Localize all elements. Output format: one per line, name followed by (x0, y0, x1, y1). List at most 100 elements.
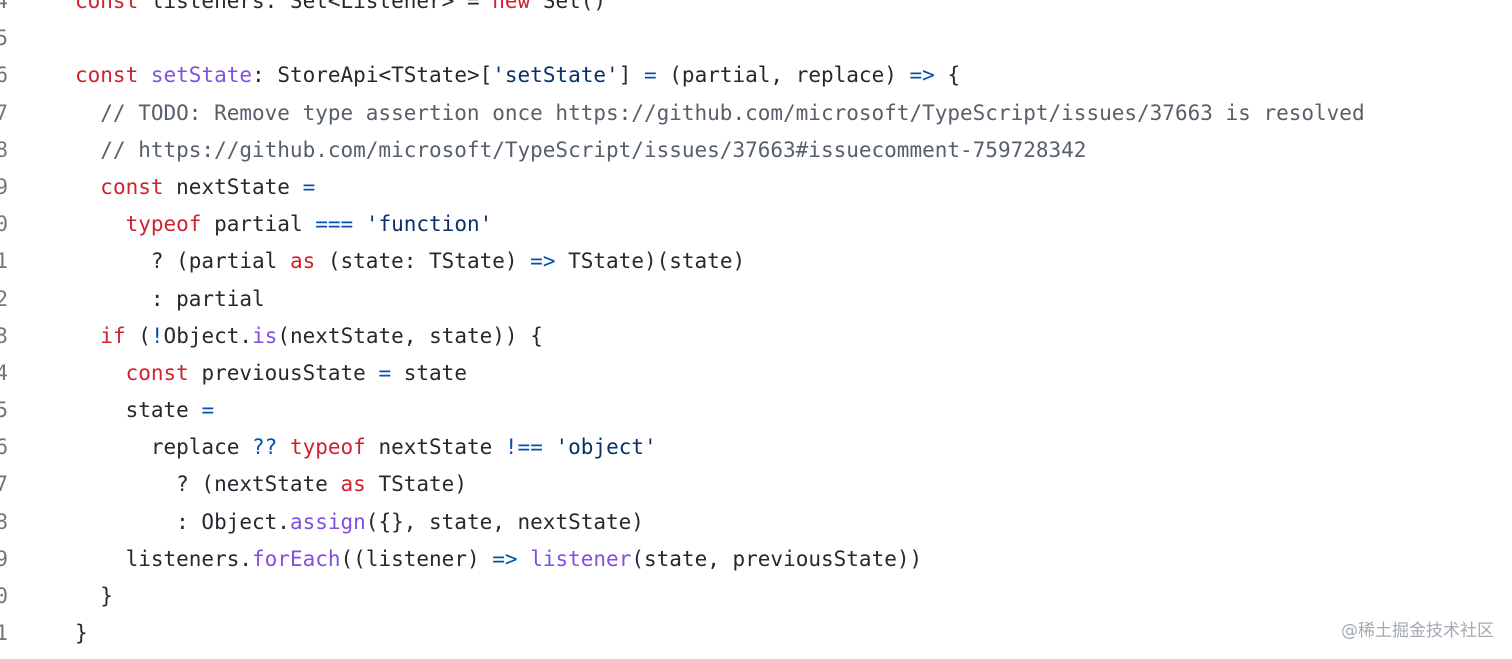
code-line[interactable]: 5 (0, 20, 1512, 57)
line-content: const setState: StoreApi<TState>['setSta… (75, 57, 960, 94)
code-token: listener (530, 546, 632, 571)
code-token (518, 547, 531, 571)
code-token: assign (289, 509, 366, 534)
code-token: !== (504, 435, 543, 460)
code-token: (state, previousState)) (631, 546, 923, 571)
line-number: 9 (0, 174, 8, 199)
code-token (138, 63, 151, 87)
code-token: ( (125, 323, 151, 348)
code-token: listeners. (75, 546, 253, 571)
line-content: listeners.forEach((listener) => listener… (75, 541, 923, 578)
code-token: ?? (252, 435, 278, 460)
code-token: state (391, 360, 467, 385)
line-number: 6 (0, 435, 8, 460)
code-token: 'function' (365, 212, 493, 237)
code-token: const (100, 174, 164, 199)
code-token: forEach (252, 546, 341, 571)
line-number: 0 (0, 584, 8, 608)
code-line[interactable]: 2 (0, 652, 1512, 659)
code-line[interactable]: 7 ? (nextState as TState) (0, 466, 1512, 503)
code-token: { (934, 63, 961, 88)
code-line[interactable]: 8 // https://github.com/microsoft/TypeSc… (0, 132, 1512, 169)
code-token: Object. (163, 323, 253, 348)
code-token: = (201, 398, 215, 423)
code-token: : Object. (75, 509, 290, 534)
line-number: 5 (0, 398, 8, 423)
code-token: Set() (530, 0, 607, 13)
line-content: ? (partial as (state: TState) => TState)… (75, 243, 745, 280)
code-token: is (252, 323, 278, 348)
line-content: } (75, 578, 113, 615)
code-token: (state: TState) (315, 249, 531, 274)
line-content: ? (nextState as TState) (75, 466, 467, 503)
line-content: // https://github.com/microsoft/TypeScri… (75, 132, 1086, 169)
code-line[interactable]: 0 typeof partial === 'function' (0, 206, 1512, 243)
code-token: 'setState' (492, 63, 619, 88)
code-token: } (75, 621, 88, 646)
code-line[interactable]: 6 replace ?? typeof nextState !== 'objec… (0, 429, 1512, 466)
line-content: typeof partial === 'function' (75, 206, 493, 243)
code-token: nextState (365, 435, 505, 460)
code-token: (partial, replace) (656, 63, 910, 88)
code-token: : StoreApi<TState>[ (252, 63, 493, 88)
code-token: } (75, 584, 113, 608)
line-number: 7 (0, 100, 8, 125)
code-token (75, 361, 126, 385)
line-number: 2 (0, 286, 8, 311)
code-line[interactable]: 3 if (!Object.is(nextState, state)) { (0, 318, 1512, 355)
code-token: = (302, 174, 316, 199)
code-token: const (75, 0, 139, 13)
line-number: 5 (0, 26, 8, 51)
line-content: : Object.assign({}, state, nextState) (75, 504, 644, 541)
code-token (75, 212, 126, 236)
code-token: === (315, 212, 354, 237)
code-line[interactable]: 1} (0, 615, 1512, 652)
code-line[interactable]: 5 state = (0, 392, 1512, 429)
code-line[interactable]: 4 const previousState = state (0, 355, 1512, 392)
code-line[interactable]: 8 : Object.assign({}, state, nextState) (0, 504, 1512, 541)
code-token: ! (150, 323, 164, 348)
code-token: setState (150, 63, 253, 88)
code-token: previousState (188, 360, 379, 385)
line-content: } (75, 615, 88, 652)
line-number: 8 (0, 137, 8, 162)
line-number: 9 (0, 546, 8, 571)
line-number: 1 (0, 249, 8, 274)
code-token: TState)(state) (555, 249, 746, 274)
code-token: = (643, 63, 657, 88)
code-token: => (492, 546, 518, 571)
code-line[interactable]: 2 : partial (0, 281, 1512, 318)
line-number: 2 (0, 652, 8, 659)
line-number: 0 (0, 212, 8, 237)
code-token (277, 435, 290, 459)
code-token: ? (nextState (75, 472, 341, 497)
code-token (353, 212, 366, 236)
code-token: const (125, 360, 189, 385)
code-token: const (75, 63, 139, 88)
line-content: if (!Object.is(nextState, state)) { (75, 318, 543, 355)
code-token: listeners: Set<Listener> = (138, 0, 493, 13)
code-token: = (378, 360, 392, 385)
line-content: // TODO: Remove type assertion once http… (75, 95, 1365, 132)
code-token: 'object' (555, 435, 657, 460)
code-token: ? (partial (75, 249, 290, 274)
code-line[interactable]: 0 } (0, 578, 1512, 615)
code-line[interactable]: 9 listeners.forEach((listener) => listen… (0, 541, 1512, 578)
line-content: const listeners: Set<Listener> = new Set… (75, 0, 606, 20)
code-token: TState) (365, 472, 467, 497)
code-line[interactable]: 1 ? (partial as (state: TState) => TStat… (0, 243, 1512, 280)
code-token: nextState (163, 174, 303, 199)
code-token: // TODO: Remove type assertion once http… (75, 100, 1365, 125)
line-number: 4 (0, 360, 8, 385)
code-token: (nextState, state)) { (277, 323, 543, 348)
line-content: replace ?? typeof nextState !== 'object' (75, 429, 657, 466)
code-token: ((listener) (340, 546, 493, 571)
code-line[interactable]: 9 const nextState = (0, 169, 1512, 206)
code-token (75, 324, 100, 348)
code-token (543, 435, 556, 459)
code-line[interactable]: 7 // TODO: Remove type assertion once ht… (0, 95, 1512, 132)
